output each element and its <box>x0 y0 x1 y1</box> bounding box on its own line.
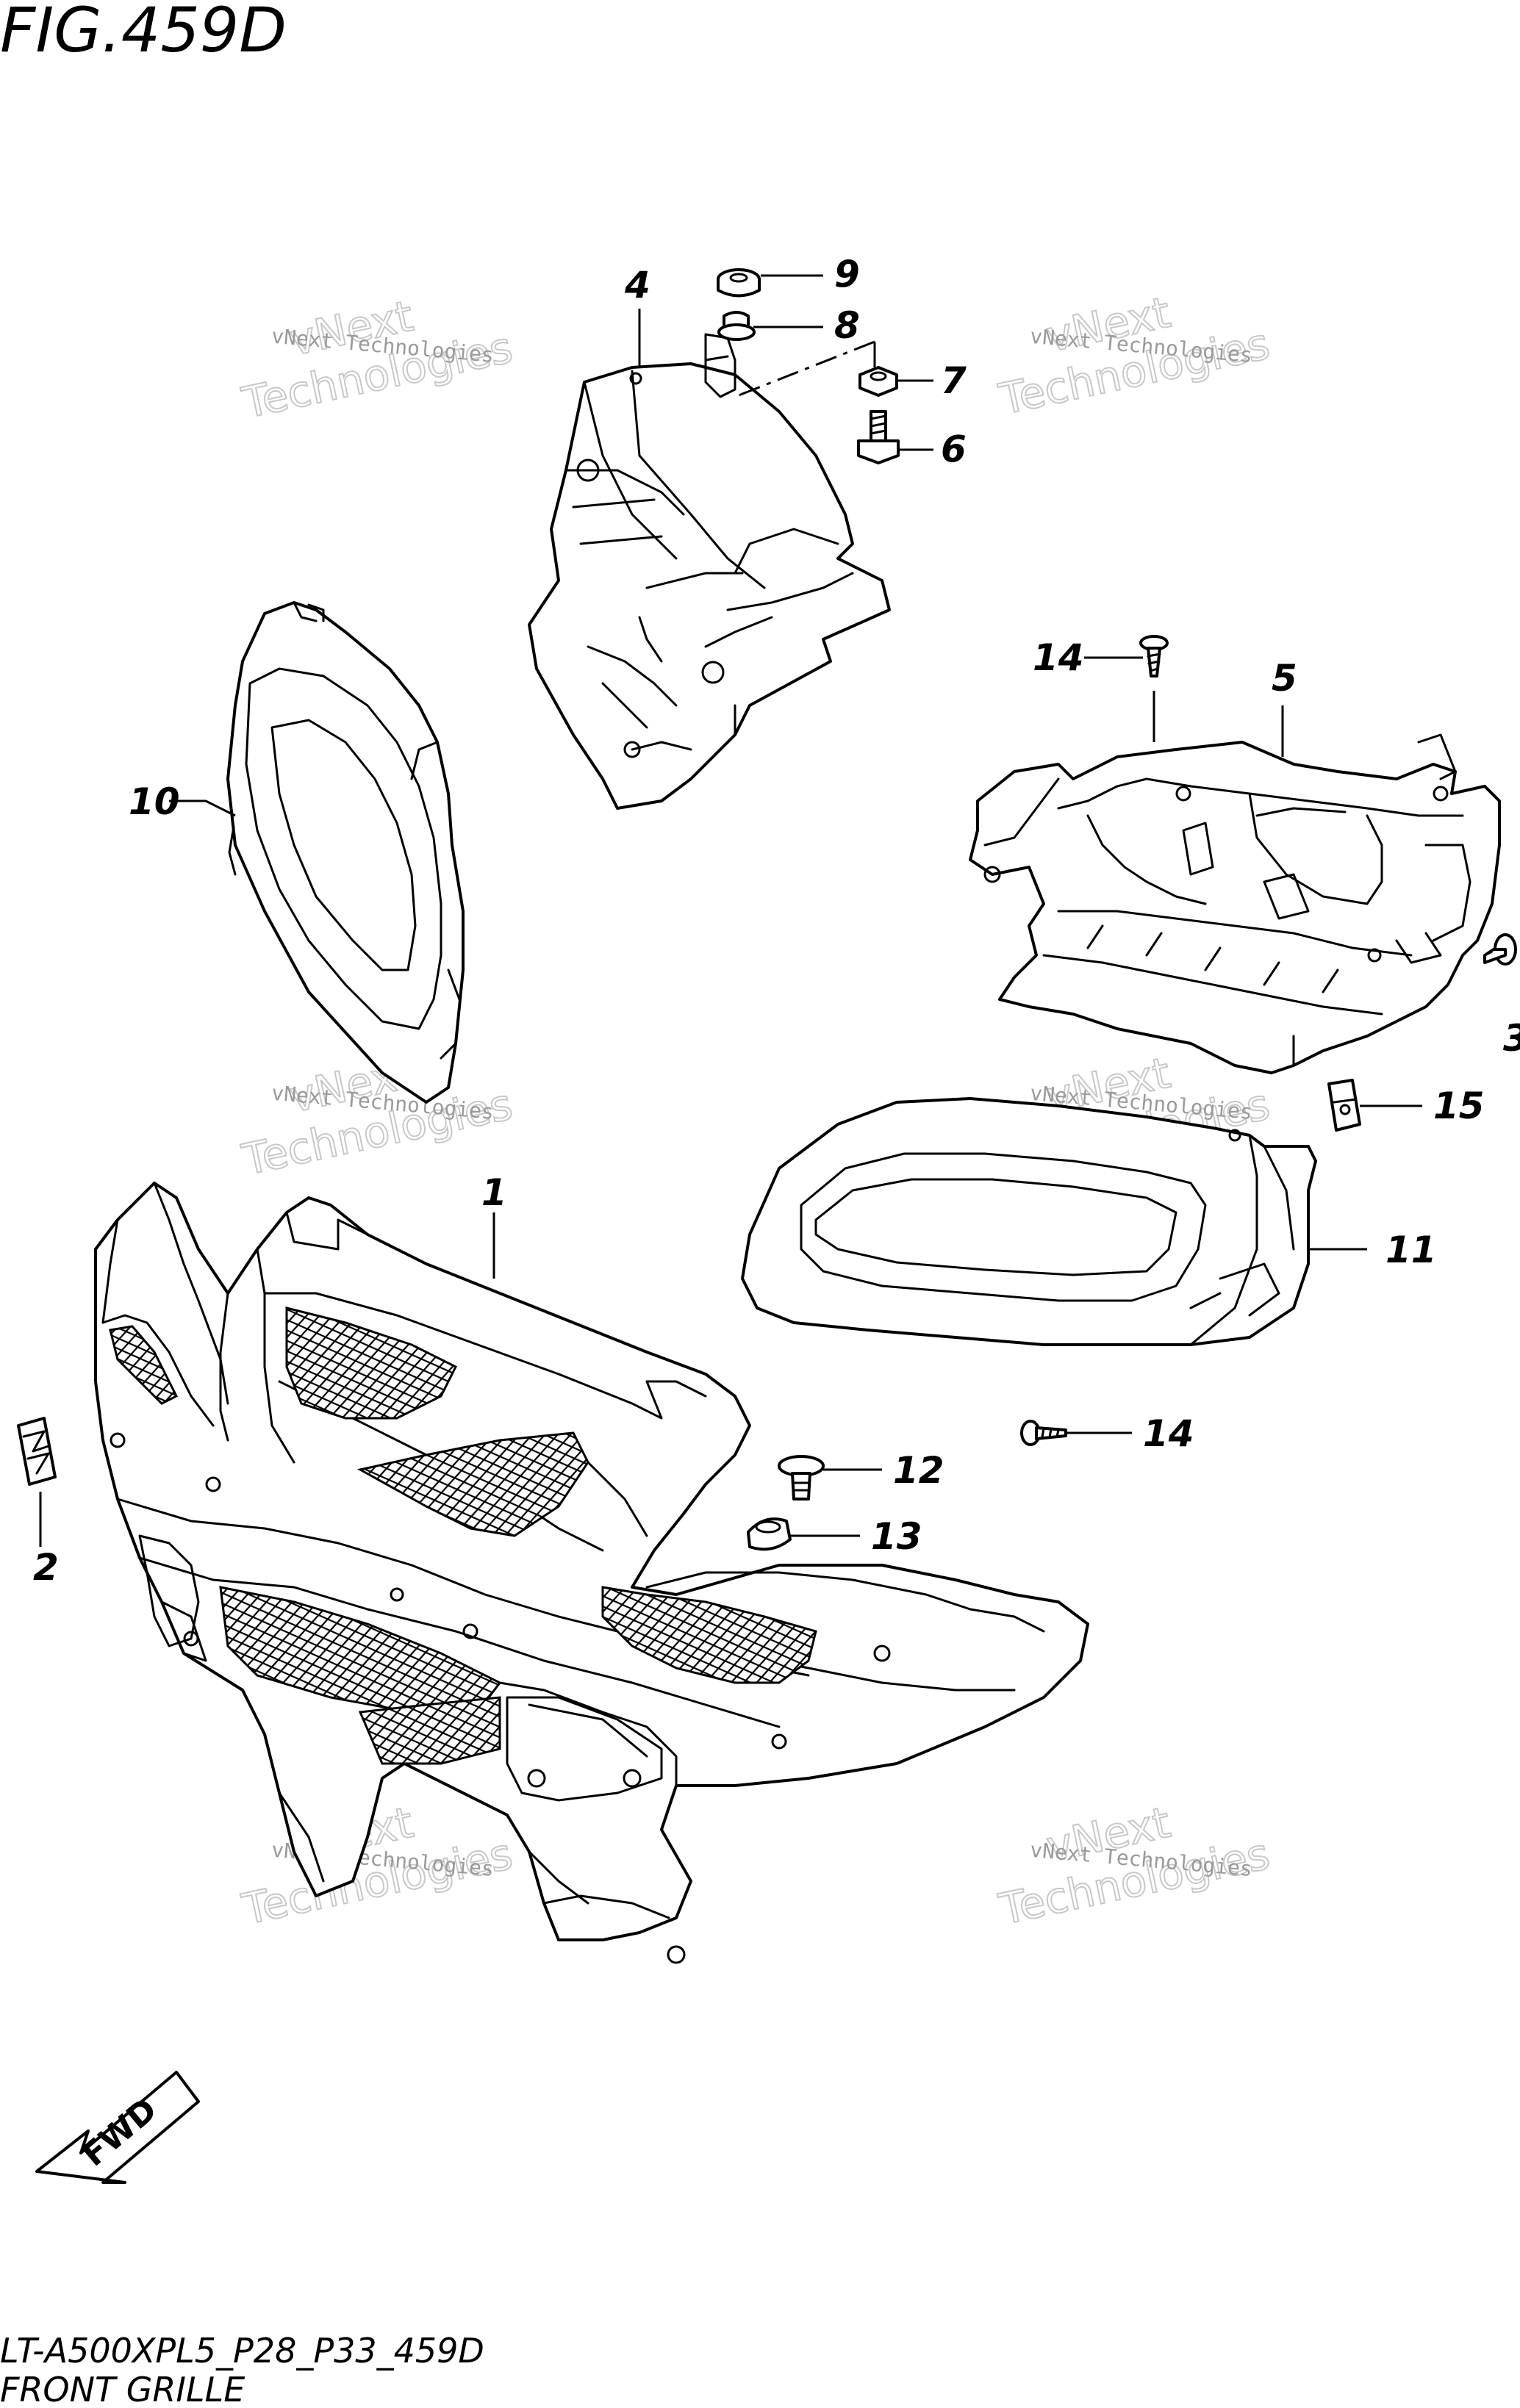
callout-numbers: 9 8 7 6 4 10 14 5 3 15 11 1 14 12 13 2 <box>33 253 1520 1589</box>
part-12-push-rivet[interactable] <box>778 1455 825 1500</box>
figure-title: FIG.459D <box>0 0 287 66</box>
part-7-nut[interactable] <box>858 366 898 397</box>
callout-12[interactable]: 12 <box>893 1449 944 1492</box>
callout-13[interactable]: 13 <box>871 1515 922 1558</box>
callout-1[interactable]: 1 <box>481 1171 507 1214</box>
watermark-top-left: vNext Technologies vNext Technologies <box>237 290 517 429</box>
watermark-bottom-left: vNext Technologies vNext Technologies <box>237 1797 517 1936</box>
section-name: FRONT GRILLE <box>0 2370 245 2408</box>
part-2-emblem[interactable] <box>17 1417 57 1486</box>
callout-15[interactable]: 15 <box>1433 1085 1485 1127</box>
part-3-fastener[interactable] <box>1483 933 1517 966</box>
callout-4[interactable]: 4 <box>624 264 650 306</box>
leader-10 <box>169 799 236 817</box>
callout-2[interactable]: 2 <box>33 1546 59 1589</box>
callout-7[interactable]: 7 <box>941 359 967 402</box>
callout-8[interactable]: 8 <box>834 304 860 347</box>
part-10-headlight-shroud[interactable] <box>226 601 465 1104</box>
part-11-bezel[interactable] <box>741 1097 1317 1346</box>
watermark-bottom-right: vNext Technologies vNext Technologies <box>994 1797 1275 1936</box>
callout-14-lower[interactable]: 14 <box>1143 1412 1194 1455</box>
part-4-bracket[interactable] <box>528 333 891 810</box>
part-14-screw-upper[interactable] <box>1139 635 1169 678</box>
fwd-arrow-icon <box>35 2071 200 2184</box>
part-6-bolt[interactable] <box>857 410 900 464</box>
callout-10[interactable]: 10 <box>129 780 180 823</box>
part-8-collar[interactable] <box>717 311 756 341</box>
callout-3[interactable]: 3 <box>1503 1017 1520 1060</box>
part-9-grommet[interactable] <box>717 268 761 298</box>
callout-14-upper[interactable]: 14 <box>1033 636 1084 679</box>
leader-lines <box>39 274 1493 1547</box>
part-1-front-grille[interactable] <box>94 1182 1089 1964</box>
callout-6[interactable]: 6 <box>941 428 967 470</box>
part-14-screw-lower[interactable] <box>1020 1420 1067 1446</box>
watermark-top-right: vNext Technologies vNext Technologies <box>994 287 1275 425</box>
fwd-direction-badge: FWD <box>35 2071 200 2184</box>
part-5-inner-panel[interactable] <box>969 733 1501 1074</box>
part-13-grommet[interactable] <box>747 1517 792 1551</box>
callout-11[interactable]: 11 <box>1385 1229 1437 1271</box>
part-15-clip-nut[interactable] <box>1327 1079 1361 1132</box>
leader-3 <box>1484 950 1493 957</box>
model-code: LT-A500XPL5_P28_P33_459D <box>0 2331 484 2371</box>
callout-5[interactable]: 5 <box>1272 657 1297 700</box>
leader-6-7-dashed <box>734 340 875 398</box>
callout-9[interactable]: 9 <box>834 253 860 295</box>
